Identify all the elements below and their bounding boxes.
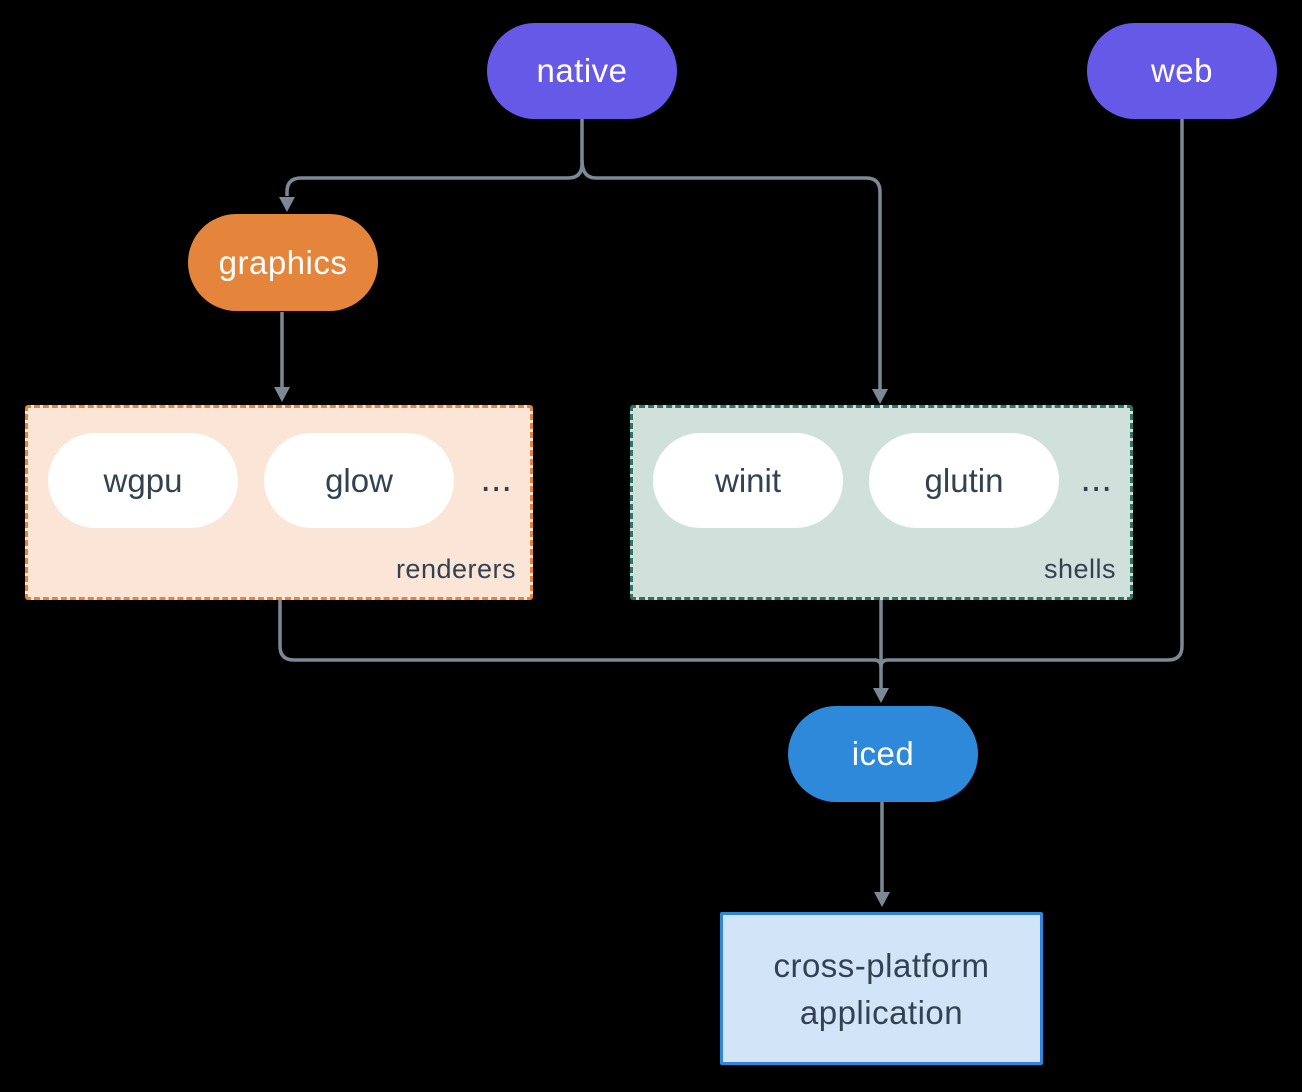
node-iced: iced bbox=[788, 706, 978, 802]
group-renderers: wgpu glow ... renderers bbox=[25, 405, 533, 600]
node-glutin: glutin bbox=[869, 433, 1059, 528]
group-shells: winit glutin ... shells bbox=[630, 405, 1133, 600]
edge-native-shells bbox=[580, 159, 882, 389]
node-native-label: native bbox=[536, 52, 628, 89]
node-winit: winit bbox=[653, 433, 843, 528]
arrowhead-iced-icon bbox=[873, 688, 889, 703]
application-label-line1: cross-platform bbox=[773, 946, 990, 984]
renderers-group-label: renderers bbox=[395, 554, 516, 584]
application-label-line2: application bbox=[799, 993, 964, 1031]
node-cross-platform-application: cross-platform application bbox=[720, 912, 1043, 1065]
arrowhead-renderers-icon bbox=[274, 387, 290, 402]
arrowhead-graphics-icon bbox=[279, 197, 295, 212]
node-wgpu-label: wgpu bbox=[103, 461, 183, 499]
arrowhead-application-icon bbox=[874, 892, 890, 907]
node-graphics-label: graphics bbox=[218, 243, 348, 281]
renderers-ellipsis: ... bbox=[480, 458, 512, 500]
node-winit-label: winit bbox=[714, 461, 782, 499]
edge-renderers-iced bbox=[278, 600, 883, 668]
node-glow: glow bbox=[264, 433, 454, 528]
node-glow-label: glow bbox=[325, 461, 393, 499]
node-glutin-label: glutin bbox=[924, 461, 1004, 499]
node-wgpu: wgpu bbox=[48, 433, 238, 528]
arrowhead-shells-icon bbox=[872, 389, 888, 404]
edge-native-graphics bbox=[285, 118, 584, 196]
shells-group-label: shells bbox=[1043, 554, 1116, 584]
node-web-label: web bbox=[1150, 52, 1214, 89]
node-web: web bbox=[1087, 23, 1277, 119]
node-graphics: graphics bbox=[188, 214, 378, 311]
node-iced-label: iced bbox=[851, 735, 915, 772]
node-native: native bbox=[487, 23, 677, 119]
shells-ellipsis: ... bbox=[1080, 458, 1112, 500]
